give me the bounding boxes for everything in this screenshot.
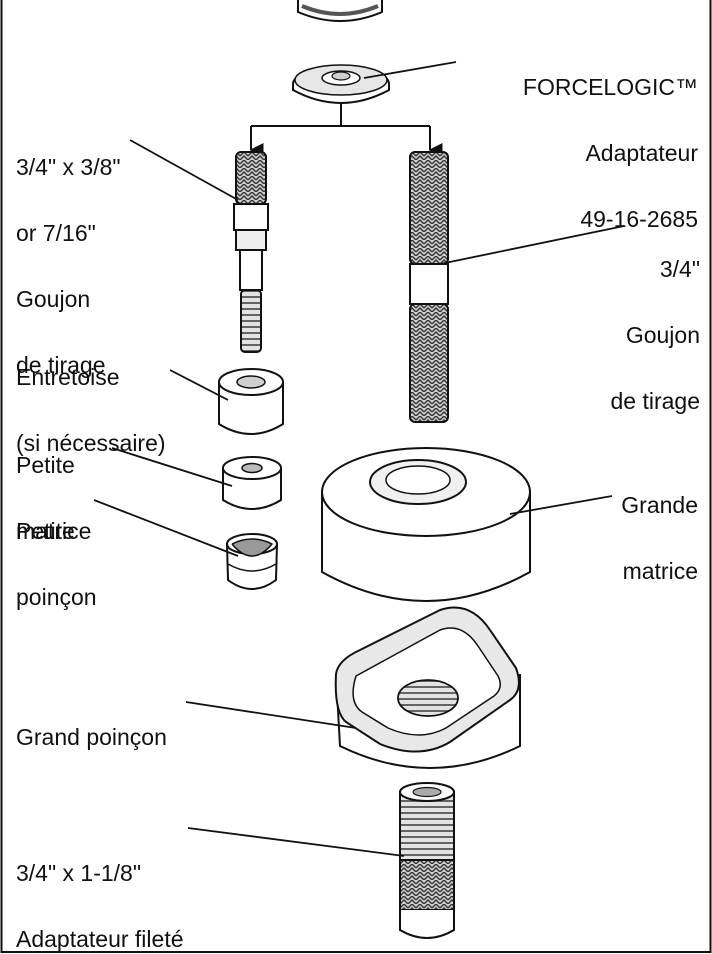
label-forcelogic-adapter: FORCELOGIC™ Adaptateur 49-16-2685 [522, 74, 698, 232]
label-small-draw-stud: 3/4" x 3/8" or 7/16" Goujon de tirage [16, 154, 121, 378]
leader-spacer [169, 369, 229, 401]
tool-top-partial [297, 0, 383, 22]
leader-small-stud [129, 139, 239, 201]
leader-large-die [509, 495, 613, 515]
forcelogic-adapter-part [292, 64, 390, 104]
spacer-part [218, 368, 284, 435]
connector-lines [249, 102, 443, 157]
leader-threaded-adapter [187, 827, 405, 857]
label-spacer: Entretoise (si nécessaire) [16, 364, 166, 456]
threaded-adapter-part [399, 782, 455, 939]
label-small-die: Petite matrice [16, 452, 92, 544]
label-large-draw-stud: 3/4" Goujon de tirage [610, 256, 700, 414]
small-punch-part [226, 533, 278, 590]
leader-large-punch [185, 701, 357, 729]
small-die-part [222, 456, 282, 510]
leader-small-die [111, 447, 233, 487]
label-large-die: Grande matrice [621, 492, 698, 584]
small-draw-stud-part [233, 151, 269, 353]
label-threaded-adapter: 3/4" x 1-1/8" Adaptateur fileté [16, 860, 184, 952]
label-large-punch: Grand poinçon [16, 724, 167, 750]
label-small-punch: Petite poinçon [16, 518, 97, 610]
leader-lines [93, 61, 625, 857]
large-die-part [321, 447, 531, 602]
leader-small-punch [93, 499, 239, 557]
leader-forcelogic [363, 61, 457, 79]
leader-large-stud [439, 225, 625, 265]
large-draw-stud-part [409, 151, 449, 423]
large-punch-part [334, 606, 521, 769]
